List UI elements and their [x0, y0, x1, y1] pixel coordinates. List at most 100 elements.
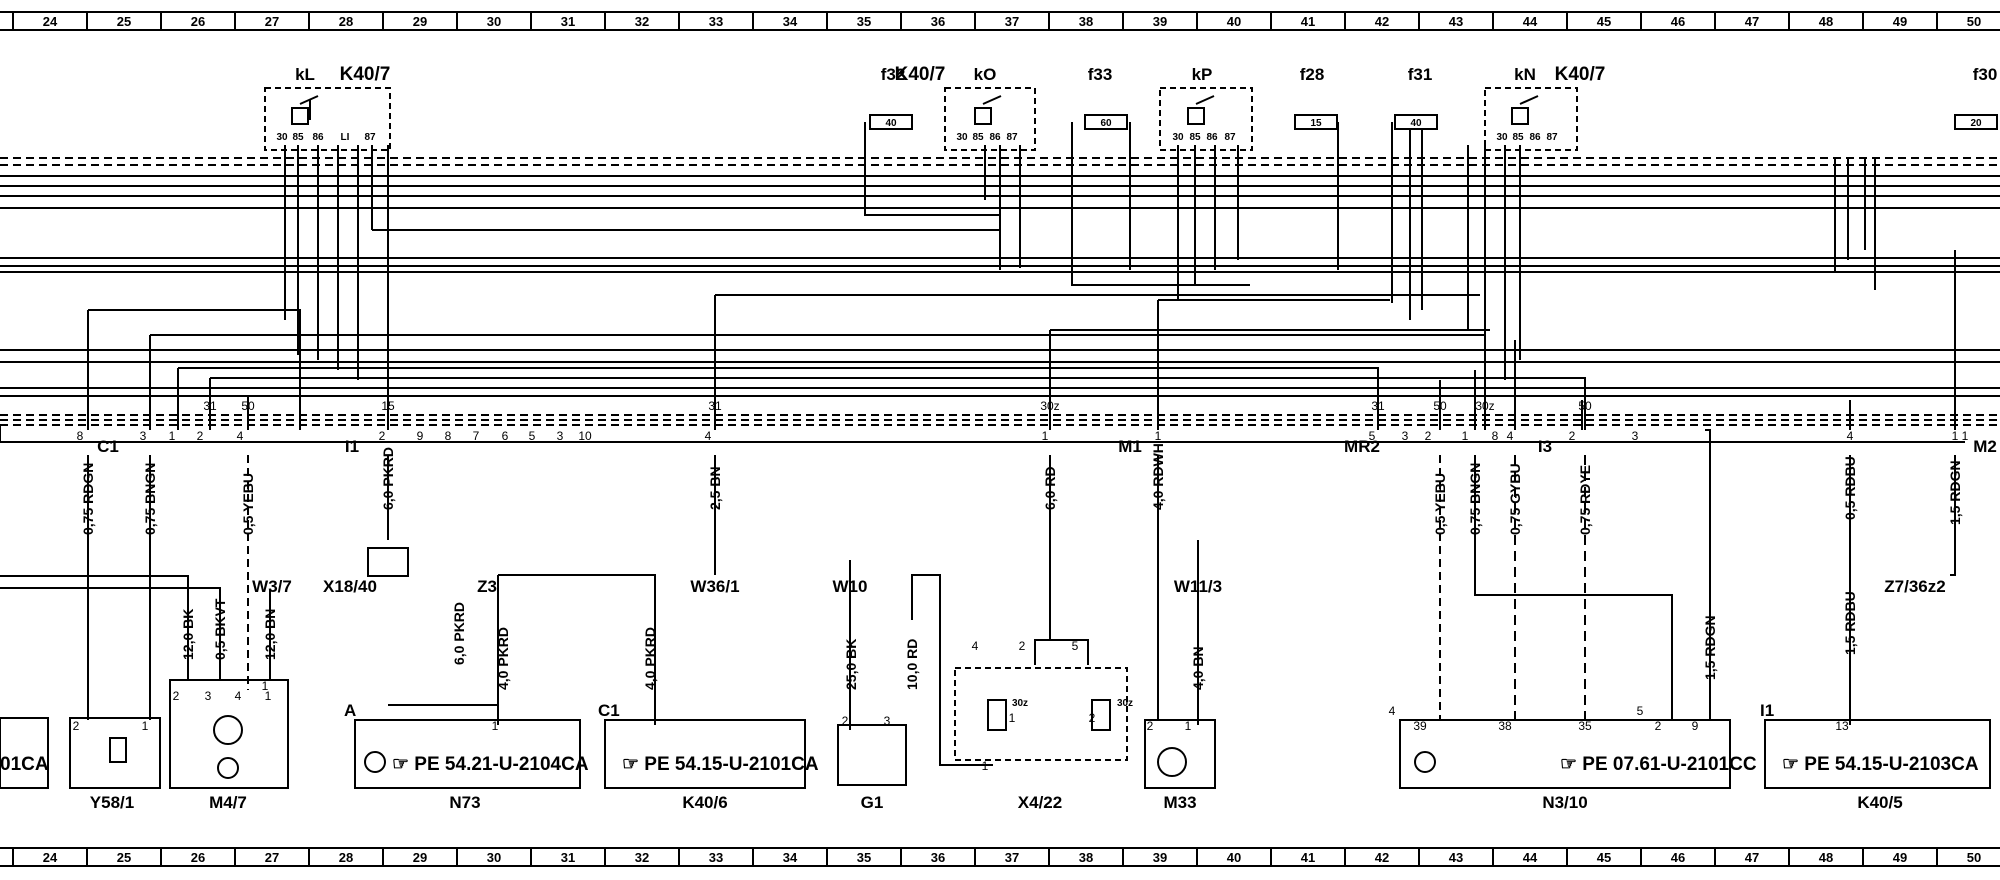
connector-pin: 8 — [77, 429, 84, 443]
component-pin: 2 — [1147, 719, 1154, 733]
module-reference: ☞ PE 54.21-U-2104CA — [392, 754, 589, 775]
component-pin: 3 — [884, 714, 891, 728]
connector-pin: 4 — [1847, 429, 1854, 443]
wire-label: 0,75 GYBU — [1507, 463, 1523, 535]
ruler-label-bottom: 50 — [1967, 850, 1981, 865]
relay-boxes — [264, 87, 1578, 151]
component-name-label: M4/7 — [209, 793, 247, 812]
relay-pin-label: 30 — [1172, 132, 1184, 143]
ruler-label-bottom: 43 — [1449, 850, 1463, 865]
fuse-label: f33 — [1088, 65, 1113, 84]
relay-pin-label: 86 — [989, 132, 1001, 143]
wire-label: 4,0 RDWH — [1150, 443, 1166, 510]
relay-coils — [291, 95, 1539, 125]
ruler-label-top: 31 — [561, 14, 575, 29]
connector-pin: 4 — [705, 429, 712, 443]
connector-rows — [0, 424, 2000, 442]
module-connector-label: C1 — [598, 701, 620, 720]
connector-pin: 2 — [379, 429, 386, 443]
ruler-label-top: 37 — [1005, 14, 1019, 29]
ruler-label-top: 49 — [1893, 14, 1907, 29]
component-pin: 4 — [1389, 704, 1396, 718]
fuse-rating: 20 — [1970, 118, 1982, 129]
relay-module-label: K40/7 — [895, 64, 946, 85]
component-pin: 1 — [265, 689, 272, 703]
wire-label: 4,0 BN — [1190, 646, 1206, 690]
component-pin: 35 — [1578, 719, 1592, 733]
connector-pin: 9 — [417, 429, 424, 443]
component-pin: 5 — [1637, 704, 1644, 718]
ruler-label-bottom: 41 — [1301, 850, 1315, 865]
connector-label: M2 — [1973, 437, 1997, 456]
component-pin: 1 — [142, 719, 149, 733]
fuse-rating: 15 — [1310, 118, 1322, 129]
component-pin: 1 — [982, 759, 989, 773]
component-label: Z7/36z2 — [1884, 577, 1945, 596]
x4-terminal-label: 30z — [1117, 698, 1133, 709]
relay-label: kP — [1192, 65, 1213, 84]
connector-pin: 2 — [197, 429, 204, 443]
ruler-label-bottom: 25 — [117, 850, 131, 865]
component-symbols — [109, 547, 1436, 779]
ruler-label-top: 32 — [635, 14, 649, 29]
ruler-label-bottom: 45 — [1597, 850, 1611, 865]
connector-pin: 4 — [1507, 429, 1514, 443]
component-label: W10 — [833, 577, 868, 596]
connector-pin: 3 — [1632, 429, 1639, 443]
terminal-label: 15 — [381, 399, 395, 413]
wire-label: 6,0 PKRD — [451, 602, 467, 665]
connector-label: MR2 — [1344, 437, 1380, 456]
connector-pin: 3 — [140, 429, 147, 443]
connector-pin: 5 — [529, 429, 536, 443]
ruler-label-bottom: 33 — [709, 850, 723, 865]
relay-pin-label: 85 — [1512, 132, 1524, 143]
wire-label: 0,5 YEBU — [240, 473, 256, 535]
terminal-label: 31 — [203, 399, 217, 413]
connector-pin: 10 — [578, 429, 592, 443]
wire-label: 10,0 RD — [904, 639, 920, 690]
drop-wires — [87, 250, 1956, 430]
component-pin: 39 — [1413, 719, 1427, 733]
ruler-label-bottom: 34 — [783, 850, 798, 865]
ruler-label-bottom: 28 — [339, 850, 353, 865]
fuse-rating: 40 — [885, 118, 897, 129]
relay-pin-label: 86 — [1529, 132, 1541, 143]
ruler-label-bottom: 24 — [43, 850, 58, 865]
wire-label: 4,0 PKRD — [495, 627, 511, 690]
module-connector-label: I1 — [1760, 701, 1774, 720]
ruler-label-top: 33 — [709, 14, 723, 29]
connector-pin: 8 — [1492, 429, 1499, 443]
ruler-label-top: 41 — [1301, 14, 1315, 29]
component-pin: 13 — [1835, 719, 1849, 733]
wire-label: 0,75 RDGN — [80, 463, 96, 535]
relay-pin-label: 85 — [292, 132, 304, 143]
connector-pin: 3 — [1402, 429, 1409, 443]
wire-label: 0,75 BNGN — [142, 463, 158, 535]
component-pin: 2 — [73, 719, 80, 733]
wire-label: 0,5 BKVT — [212, 598, 228, 660]
component-label: W36/1 — [690, 577, 739, 596]
component-name-label: K40/5 — [1857, 793, 1902, 812]
relay-pin-label: 30 — [1496, 132, 1508, 143]
ruler-label-top: 42 — [1375, 14, 1389, 29]
component-name-label: X4/22 — [1018, 793, 1062, 812]
component-name-label: N3/10 — [1542, 793, 1587, 812]
ruler-label-bottom: 44 — [1523, 850, 1538, 865]
connector-pin: 4 — [237, 429, 244, 443]
relay-pin-label: 87 — [364, 132, 376, 143]
component-pin: 3 — [205, 689, 212, 703]
relay-label: kN — [1514, 65, 1536, 84]
relay-pin-label: 30 — [956, 132, 968, 143]
component-pin: 1 — [1009, 711, 1016, 725]
component-name-label: K40/6 — [682, 793, 727, 812]
lower-wires — [0, 429, 1956, 766]
connector-pin: 1 — [1155, 429, 1162, 443]
ruler-label-top: 40 — [1227, 14, 1241, 29]
connector-pin: 2 — [1569, 429, 1576, 443]
wire-label: 4,0 PKRD — [642, 627, 658, 690]
grid-ruler-top — [0, 11, 2000, 31]
wire-label: 0,5 YEBU — [1432, 473, 1448, 535]
ruler-label-top: 36 — [931, 14, 945, 29]
